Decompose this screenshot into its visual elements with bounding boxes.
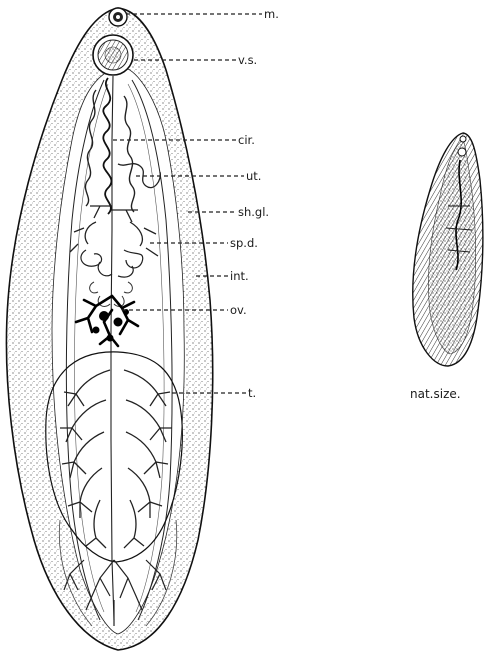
label-uterus: ut.: [246, 169, 261, 183]
label-testis: t.: [248, 386, 256, 400]
main-specimen: [6, 8, 212, 650]
natural-size-caption: nat.size.: [410, 387, 461, 401]
label-shell-gland: sh.gl.: [238, 205, 269, 219]
label-cirrus: cir.: [238, 133, 255, 147]
natural-size-specimen: [413, 133, 483, 366]
label-ovary: ov.: [230, 303, 247, 317]
label-intestine: int.: [230, 269, 249, 283]
label-mouth: m.: [264, 7, 279, 21]
label-ventral-sucker: v.s.: [238, 53, 257, 67]
label-sperm-duct: sp.d.: [230, 236, 258, 250]
